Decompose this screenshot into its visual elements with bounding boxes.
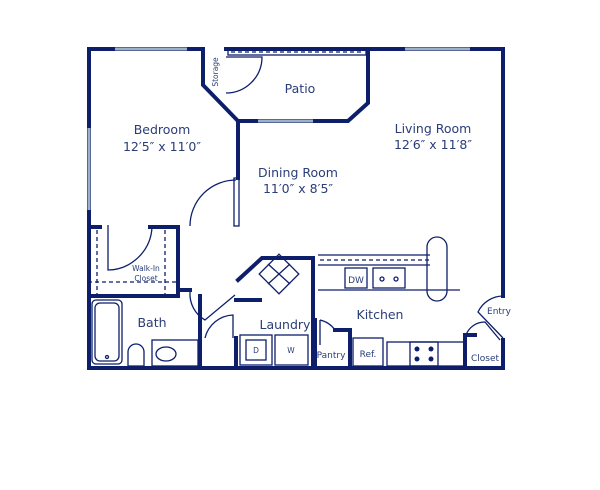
sink: [155, 346, 177, 362]
bar-counter: [426, 236, 448, 302]
vanity: [151, 339, 199, 367]
washer: [274, 334, 309, 366]
patio-label: Patio: [285, 81, 316, 96]
bath-label: Bath: [137, 315, 166, 330]
windows: [87, 47, 470, 210]
storage-door[interactable]: [225, 56, 263, 94]
closet-label: Closet: [471, 354, 500, 364]
stove: [409, 341, 439, 367]
bathtub: [91, 299, 123, 365]
living-size: 12′6″ x 11′8″: [394, 137, 472, 152]
kitchen-counter: [318, 254, 460, 291]
dishwasher-label: DW: [348, 276, 364, 286]
bath-door[interactable]: [189, 291, 236, 321]
refrigerator-label: Ref.: [360, 350, 377, 360]
bedroom-label: Bedroom: [134, 122, 191, 137]
walkin-label-1: Walk-In: [132, 264, 160, 273]
washer-label: W: [287, 346, 295, 355]
dining-size: 11′0″ x 8′5″: [263, 181, 333, 196]
kitchen-label: Kitchen: [357, 307, 404, 322]
bedroom-door[interactable]: [233, 177, 240, 227]
laundry-label: Laundry: [260, 317, 312, 332]
entry-door[interactable]: [477, 295, 504, 339]
storage-label: Storage: [211, 57, 220, 87]
kitchen-sink: [372, 267, 406, 289]
dishwasher: [344, 267, 368, 289]
dryer-label: D: [253, 346, 259, 355]
dryer: [239, 334, 273, 366]
closet-door[interactable]: [107, 225, 153, 271]
toilet: [127, 343, 145, 367]
doors: [107, 56, 504, 345]
water-heater: [258, 253, 300, 295]
refrigerator: [352, 337, 384, 367]
pantry-label: Pantry: [317, 351, 346, 361]
entry-label: Entry: [487, 307, 512, 317]
patio-railing: [227, 48, 367, 56]
walls: [87, 47, 505, 370]
bedroom-size: 12′5″ x 11′0″: [123, 139, 201, 154]
walkin-label-2: Closet: [134, 274, 157, 283]
living-label: Living Room: [395, 121, 472, 136]
dining-label: Dining Room: [258, 165, 338, 180]
laundry-door[interactable]: [204, 314, 234, 339]
